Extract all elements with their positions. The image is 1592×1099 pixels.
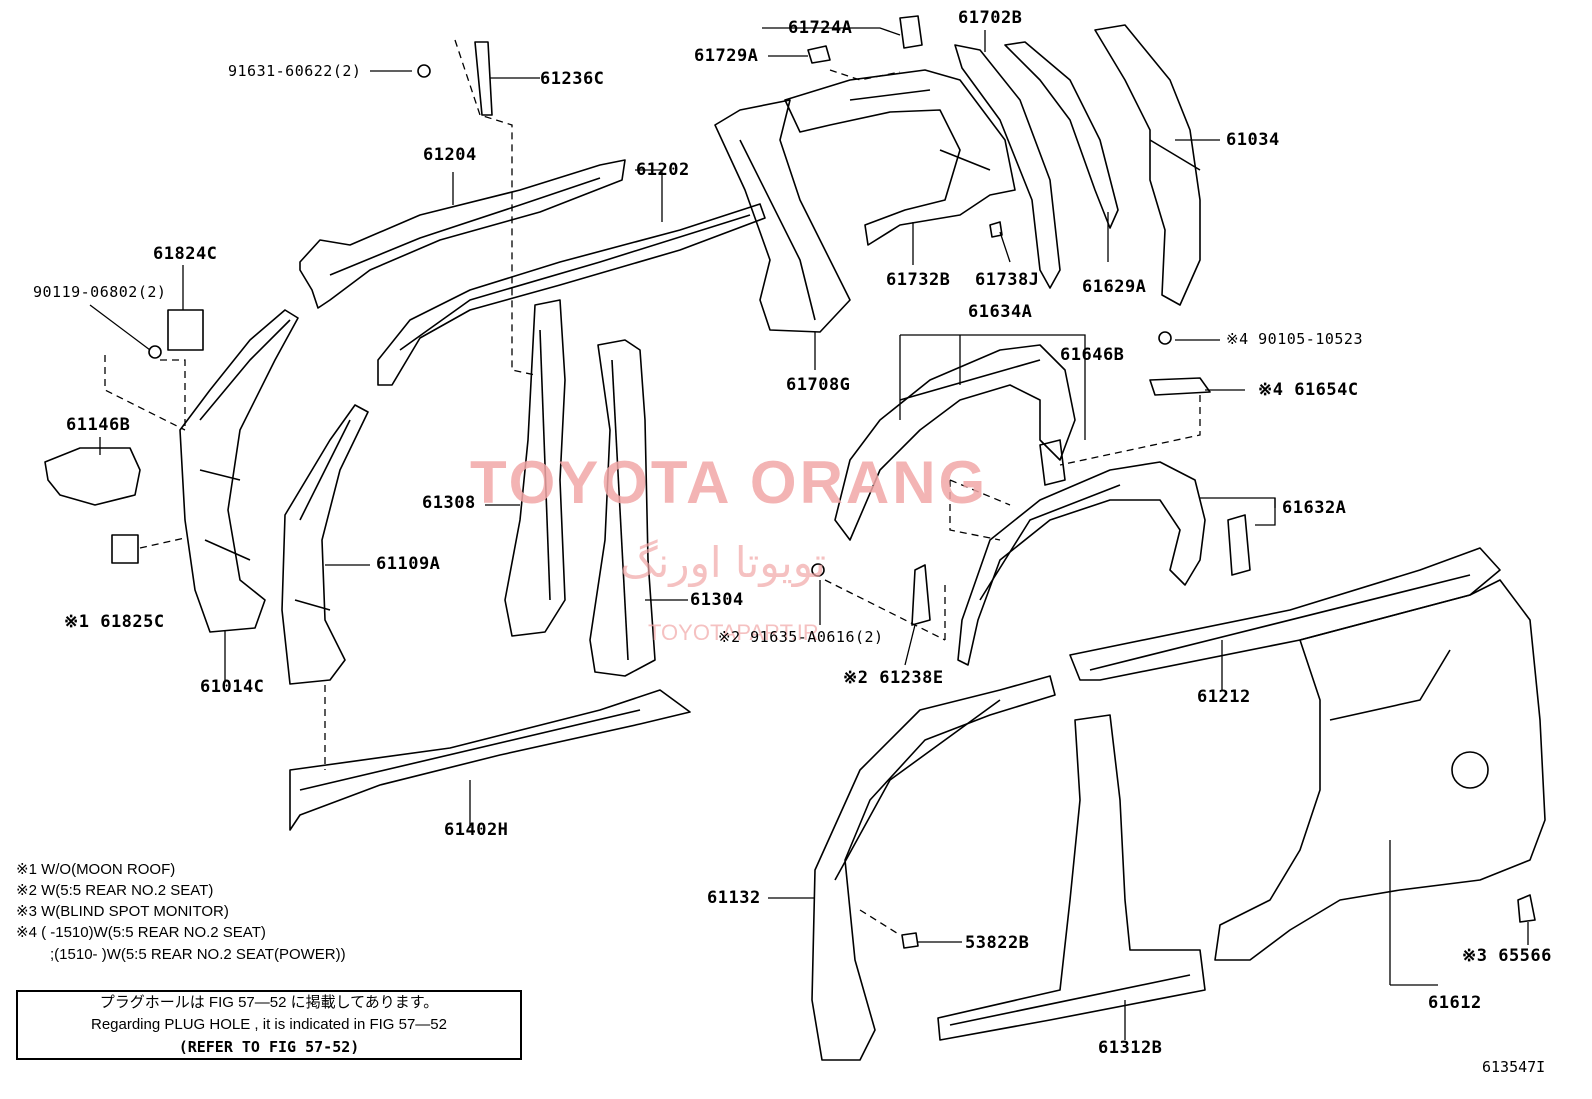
label-61738J: 61738J (975, 270, 1040, 290)
label-91635-A0616: ※2 91635-A0616(2) (718, 628, 884, 646)
part-61646B (1039, 439, 1066, 486)
label-61402H: 61402H (444, 820, 509, 840)
part-61612 (1214, 579, 1546, 961)
label-61702B: 61702B (958, 8, 1023, 28)
part-61132 (811, 675, 1056, 1061)
label-61646B: 61646B (1060, 345, 1125, 365)
part-61236C (474, 41, 493, 116)
part-61634A (834, 344, 1076, 541)
note-refer: (REFER TO FIG 57-52) (178, 1038, 360, 1056)
part-61729A (807, 45, 831, 64)
label-61014C: 61014C (200, 677, 265, 697)
label-61708G: 61708G (786, 375, 851, 395)
label-61304: 61304 (690, 590, 744, 610)
part-61654C (1149, 377, 1211, 396)
part-61708G (714, 99, 851, 333)
part-61304 (589, 339, 656, 677)
label-61654C: ※4 61654C (1258, 380, 1359, 400)
part-61824C (167, 309, 204, 351)
part-61109A (281, 404, 369, 685)
note-japanese: プラグホールは FIG 57―52 に掲載してあります。 (99, 994, 439, 1011)
part-61312B (937, 714, 1206, 1041)
part-61738J (989, 221, 1003, 238)
footnote-4b: ;(1510- )W(5:5 REAR NO.2 SEAT(POWER)) (50, 946, 346, 963)
label-61146B: 61146B (66, 415, 131, 435)
part-61034 (1094, 24, 1201, 306)
label-61308: 61308 (422, 493, 476, 513)
watermark-main: TOYOTA ORANG (470, 449, 989, 516)
reference-note-box: プラグホールは FIG 57―52 に掲載してあります。 Regarding P… (16, 990, 522, 1060)
label-61729A: 61729A (694, 46, 759, 66)
part-61629A (1004, 41, 1119, 229)
label-61824C: 61824C (153, 244, 218, 264)
label-61634A: 61634A (968, 302, 1033, 322)
part-61724A (899, 15, 923, 49)
part-65566 (1517, 894, 1536, 923)
label-61202: 61202 (636, 160, 690, 180)
part-61202 (377, 203, 766, 386)
label-91631-60622: 91631-60622(2) (228, 62, 362, 80)
label-61034: 61034 (1226, 130, 1280, 150)
label-61109A: 61109A (376, 554, 441, 574)
footnote-2: ※2 W(5:5 REAR NO.2 SEAT) (16, 882, 214, 899)
part-61238E (911, 564, 931, 626)
part-61204 (299, 159, 626, 309)
label-61612: 61612 (1428, 993, 1482, 1013)
label-61238E: ※2 61238E (843, 668, 944, 688)
footnote-3: ※3 W(BLIND SPOT MONITOR) (16, 903, 229, 920)
part-61308 (504, 299, 566, 637)
footnote-1: ※1 W/O(MOON ROOF) (16, 861, 176, 878)
label-61204: 61204 (423, 145, 477, 165)
label-61629A: 61629A (1082, 277, 1147, 297)
part-61732B (784, 69, 1016, 246)
part-61632A (957, 461, 1206, 666)
watermark-persian: تويوتا اورنگ (620, 538, 827, 587)
label-90105-10523: ※4 90105-10523 (1226, 330, 1363, 348)
label-61236C: 61236C (540, 69, 605, 89)
footnote-4a: ※4 ( -1510)W(5:5 REAR NO.2 SEAT) (16, 924, 266, 941)
label-61825C: ※1 61825C (64, 612, 165, 632)
part-61702B (954, 44, 1061, 289)
part-61014C (179, 309, 299, 633)
label-61632A: 61632A (1282, 498, 1347, 518)
label-65566: ※3 65566 (1462, 946, 1552, 966)
note-english: Regarding PLUG HOLE , it is indicated in… (90, 1016, 447, 1033)
part-53822B (901, 932, 919, 949)
label-53822B: 53822B (965, 933, 1030, 953)
part-61825C (111, 534, 139, 564)
watermark-url: TOYOTAPART.IR (648, 620, 819, 645)
part-61402H (289, 689, 691, 831)
label-61732B: 61732B (886, 270, 951, 290)
label-90119-06802: 90119-06802(2) (33, 283, 167, 301)
label-61212: 61212 (1197, 687, 1251, 707)
part-61146B (44, 447, 141, 506)
label-61312B: 61312B (1098, 1038, 1163, 1058)
label-61132: 61132 (707, 888, 761, 908)
part-61212 (1069, 547, 1501, 681)
figure-id: 613547I (1482, 1058, 1546, 1076)
label-61724A: 61724A (788, 18, 853, 38)
